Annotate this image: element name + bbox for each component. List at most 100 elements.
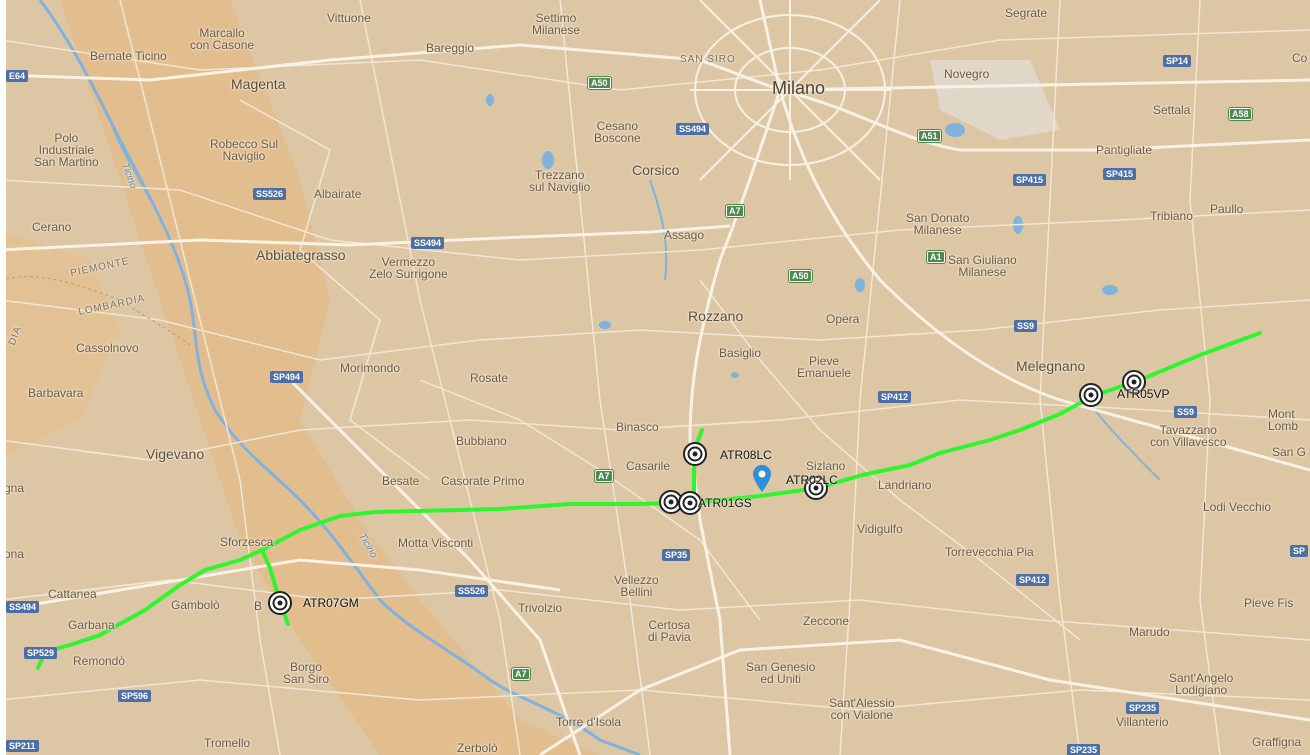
place-label-cattanea: Cattanea bbox=[48, 587, 97, 601]
place-label-casarile: Casarile bbox=[626, 459, 671, 473]
place-label-trezzano: Trezzano sul Naviglio bbox=[529, 168, 591, 194]
place-label-san-giuliano: San Giuliano Milanese bbox=[948, 253, 1017, 279]
place-label-zeccone: Zeccone bbox=[803, 614, 850, 628]
place-label-san-genesio: San Genesio ed Uniti bbox=[746, 660, 816, 686]
place-label-landriano: Landriano bbox=[878, 478, 932, 492]
place-label-pieve-fis: Pieve Fis bbox=[1244, 596, 1294, 610]
road-shield-sp211: SP211 bbox=[6, 740, 39, 752]
road-shield-sp412-a: SP412 bbox=[878, 391, 912, 403]
place-label-paullo: Paullo bbox=[1210, 202, 1244, 216]
place-label-villanterio: Villanterio bbox=[1116, 715, 1169, 729]
place-label-san-siro: SAN SIRO bbox=[680, 54, 736, 65]
place-label-tribiano: Tribiano bbox=[1150, 209, 1193, 223]
place-label-san-donato: San Donato Milanese bbox=[906, 211, 970, 237]
left-edge-strip bbox=[0, 0, 6, 755]
station-marker-atr01gs[interactable] bbox=[678, 491, 702, 515]
place-label-rosate: Rosate bbox=[470, 371, 509, 385]
road-shield-a50-top: A50 bbox=[587, 76, 612, 90]
station-marker-atr08lc[interactable] bbox=[683, 442, 707, 466]
place-label-vellezzo: Vellezzo Bellini bbox=[614, 573, 659, 599]
place-label-melegnano: Melegnano bbox=[1016, 358, 1086, 374]
station-marker-atr02lc[interactable] bbox=[804, 476, 828, 500]
place-label-garbana: Garbana bbox=[68, 618, 115, 632]
road-shield-e64: E64 bbox=[6, 70, 29, 82]
place-label-trivolzio: Trivolzio bbox=[518, 601, 563, 615]
place-label-santangelo: Sant'Angelo Lodigiano bbox=[1169, 671, 1234, 697]
road-shield-sp35: SP35 bbox=[662, 549, 691, 561]
map-pin-icon bbox=[753, 465, 771, 492]
place-label-cassolnovo: Cassolnovo bbox=[76, 341, 139, 355]
place-label-barbavara: Barbavara bbox=[28, 386, 84, 400]
lakes-layer bbox=[486, 94, 1118, 378]
place-label-vigevano: Vigevano bbox=[146, 446, 205, 462]
place-label-cerano: Cerano bbox=[32, 220, 72, 234]
place-label-milano: Milano bbox=[772, 78, 826, 98]
road-shield-sp596: SP596 bbox=[118, 690, 152, 702]
place-label-pieve-emanuele: Pieve Emanuele bbox=[797, 354, 852, 380]
place-label-graffignana: Graffigna bbox=[1252, 735, 1302, 749]
place-label-basiglio: Basiglio bbox=[719, 346, 762, 360]
road-shield-a50-mid: A50 bbox=[788, 269, 813, 283]
road-shield-a51: A51 bbox=[917, 129, 942, 143]
place-label-morimondo: Morimondo bbox=[340, 361, 401, 375]
station-label-atr07gm[interactable]: ATR07GM bbox=[303, 596, 359, 610]
place-label-sizlano: Sizlano bbox=[806, 459, 846, 473]
station-marker-atr07gm[interactable] bbox=[268, 591, 292, 615]
road-shield-sp-left: SP529 bbox=[24, 647, 58, 659]
road-shield-ss9-a: SS9 bbox=[1014, 320, 1038, 332]
station-label-atr05vp[interactable]: ATR05VP bbox=[1117, 387, 1170, 401]
place-label-abbiategrasso: Abbiategrasso bbox=[256, 247, 346, 263]
place-label-gambolo: Gambolò bbox=[171, 598, 220, 612]
place-label-polo: Polo Industriale San Martino bbox=[34, 131, 99, 169]
road-shield-sp415-a: SP415 bbox=[1013, 174, 1047, 186]
road-shield-ss9-b: SS9 bbox=[1174, 406, 1198, 418]
route-main bbox=[36, 331, 1262, 670]
station-label-atr08lc[interactable]: ATR08LC bbox=[720, 448, 772, 462]
road-shield-sp235-a: SP235 bbox=[1126, 702, 1160, 714]
station-marker-atr05vp-a[interactable] bbox=[1079, 383, 1103, 407]
target-icon bbox=[804, 476, 828, 500]
road-shield-a7-bot: A7 bbox=[511, 667, 531, 681]
road-shield-sp235-b: SP235 bbox=[1067, 744, 1101, 755]
place-label-assago: Assago bbox=[664, 228, 705, 242]
place-label-b: B bbox=[254, 599, 263, 613]
location-pin[interactable] bbox=[751, 463, 773, 493]
place-label-ona: ona bbox=[4, 547, 25, 561]
place-label-marcallo: Marcallo con Casone bbox=[190, 26, 255, 52]
target-icon bbox=[1079, 383, 1103, 407]
ticino-river bbox=[38, 0, 641, 755]
place-label-motta: Motta Visconti bbox=[398, 536, 474, 550]
place-label-torrevecchia: Torrevecchia Pia bbox=[945, 545, 1034, 559]
road-shield-ss526-top: SS526 bbox=[253, 188, 287, 200]
place-label-tavazzano: Tavazzano con Villavesco bbox=[1150, 423, 1227, 449]
road-shield-ss494-top: SS494 bbox=[676, 123, 710, 135]
region-border bbox=[0, 276, 191, 346]
station-label-atr01gs[interactable]: ATR01GS bbox=[698, 496, 752, 510]
station-marker-atr05vp[interactable] bbox=[1122, 370, 1146, 394]
road-shield-ss494-mid: SS494 bbox=[411, 237, 445, 249]
place-label-vidigulfo: Vidigulfo bbox=[857, 522, 903, 536]
terrain-layer bbox=[0, 0, 1060, 755]
place-label-binasco: Binasco bbox=[616, 420, 659, 434]
place-label-vittuone: Vittuone bbox=[327, 11, 371, 25]
place-label-gna: gna bbox=[4, 481, 25, 495]
place-label-segrate: Segrate bbox=[1005, 6, 1048, 20]
place-label-torre-isola: Torre d'Isola bbox=[556, 715, 621, 729]
place-label-opera: Opera bbox=[826, 312, 860, 326]
milano-ring-roads bbox=[690, 0, 890, 181]
place-label-cesano: Cesano Boscone bbox=[594, 119, 641, 145]
road-shield-a7-top: A7 bbox=[725, 204, 745, 218]
station-label-atr02lc[interactable]: ATR02LC bbox=[786, 473, 838, 487]
place-label-montanaso: Mont Lomb bbox=[1268, 407, 1299, 433]
place-label-bubbiano: Bubbiano bbox=[456, 434, 507, 448]
place-label-albairate: Albairate bbox=[314, 187, 362, 201]
target-icon bbox=[268, 591, 292, 615]
place-label-tromello: Tromello bbox=[204, 736, 251, 750]
place-label-novegro: Novegro bbox=[944, 67, 990, 81]
target-icon bbox=[678, 491, 702, 515]
target-icon bbox=[683, 442, 707, 466]
place-label-remondo: Remondò bbox=[73, 654, 126, 668]
